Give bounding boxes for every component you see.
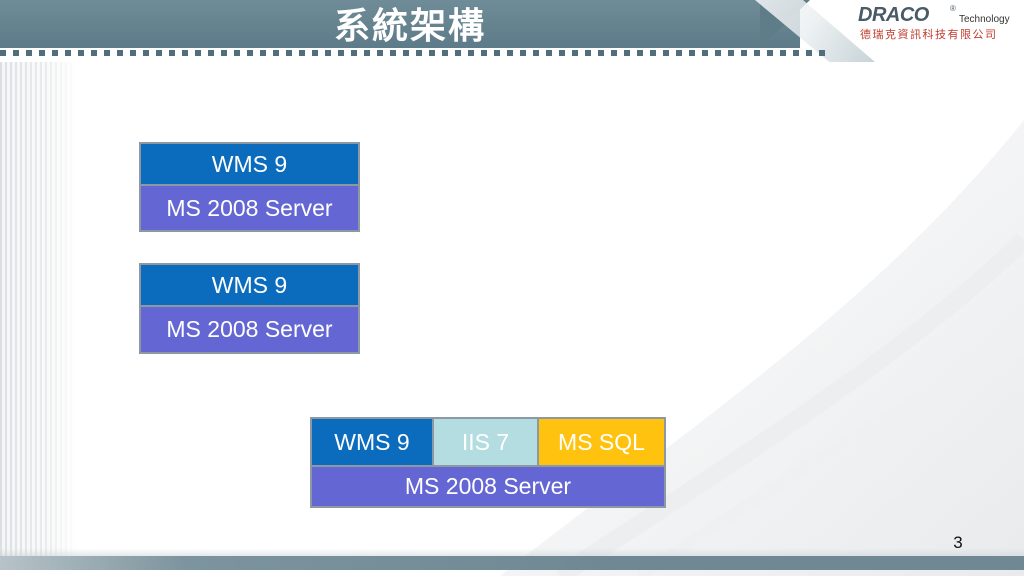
logo-company-name: 德瑞克資訊科技有限公司 — [860, 29, 998, 41]
header-dashed-line — [0, 50, 830, 56]
logo-brand: DRACO — [858, 4, 929, 26]
logo-tagline: Technology — [959, 14, 1010, 25]
stack-1-app-box: WMS 9 — [139, 142, 360, 186]
footer-fade — [0, 548, 1024, 556]
stack-1-os-box: MS 2008 Server — [139, 184, 360, 232]
stack-3-db-box: MS SQL — [537, 417, 666, 467]
company-logo: DRACO ® Technology 德瑞克資訊科技有限公司 — [858, 4, 1024, 44]
stack-3-app-box: WMS 9 — [310, 417, 434, 467]
left-stripes-decoration — [0, 62, 78, 562]
stack-2-app-box: WMS 9 — [139, 263, 360, 307]
stack-3-web-box: IIS 7 — [432, 417, 539, 467]
page-number: 3 — [953, 533, 963, 552]
stack-2-os-box: MS 2008 Server — [139, 305, 360, 354]
page-title: 系統架構 — [333, 5, 486, 46]
footer-bar — [0, 556, 1024, 570]
stack-3-os-box: MS 2008 Server — [310, 465, 666, 508]
header-bar — [0, 0, 800, 48]
logo-registered-mark: ® — [950, 4, 956, 13]
